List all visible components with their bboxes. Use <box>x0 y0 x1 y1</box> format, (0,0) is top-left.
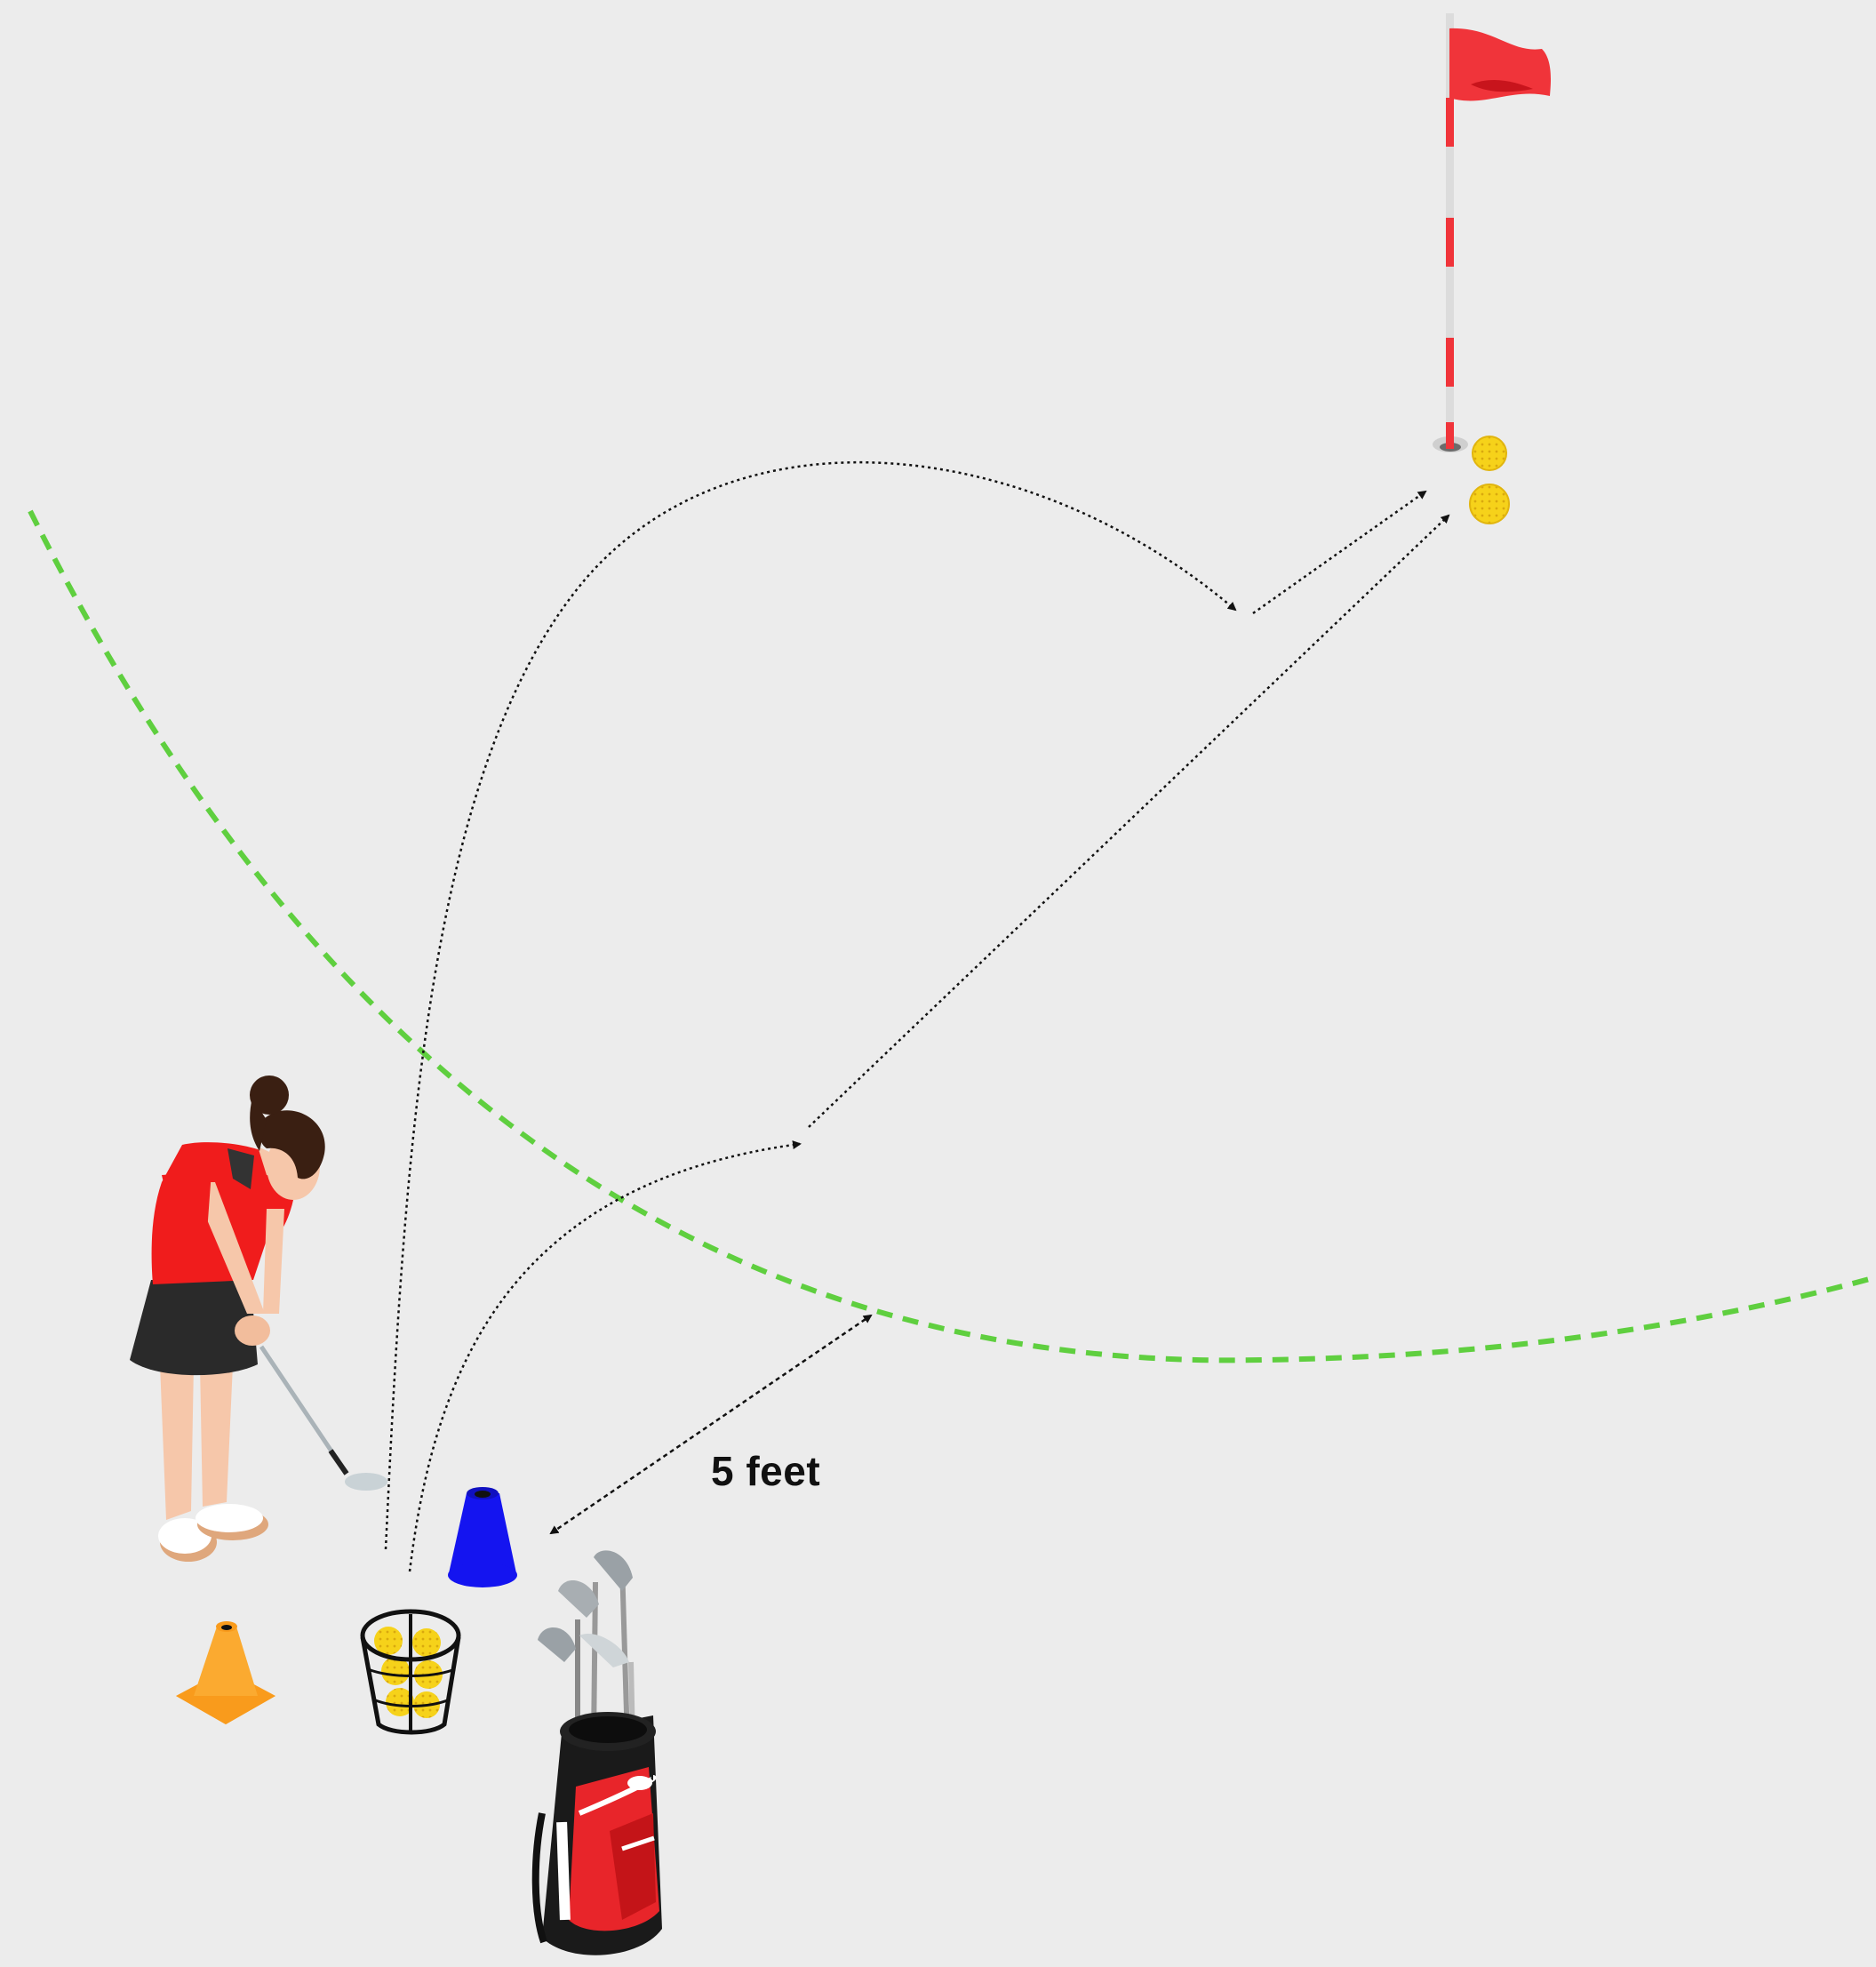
ball-basket-icon <box>363 1611 459 1732</box>
distance-label: 5 feet <box>711 1447 820 1495</box>
roll-to-hole-1 <box>1253 492 1425 613</box>
boundary-line <box>30 511 1876 1360</box>
distance-arrow <box>551 1315 871 1533</box>
golfer-icon <box>130 1075 387 1562</box>
trajectory-high-arc <box>386 462 1235 1549</box>
golf-ball-icon <box>1470 484 1509 524</box>
cone-icon <box>176 1621 275 1724</box>
golf-flag-icon <box>1433 13 1551 452</box>
cone-icon <box>448 1487 517 1587</box>
golf-bag-icon <box>536 1550 662 1955</box>
roll-to-hole-2 <box>809 516 1449 1127</box>
golf-ball-icon <box>1473 436 1506 470</box>
